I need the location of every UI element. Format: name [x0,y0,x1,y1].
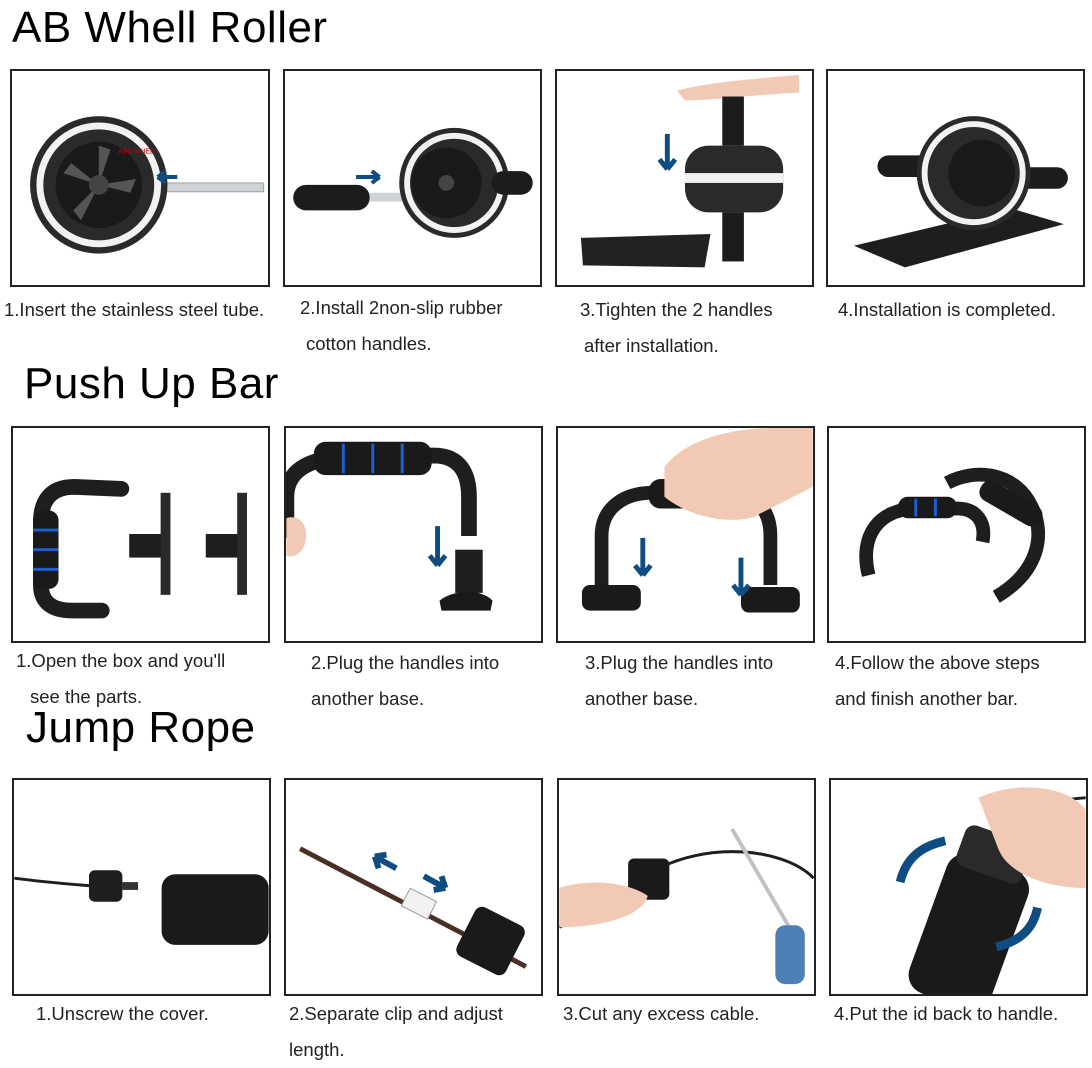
section-title-push-up-bar: Push Up Bar [24,359,279,408]
rope-step-1-image [12,778,271,996]
ab-step-1-caption: 1.Insert the stainless steel tube. [4,299,265,320]
rope-step-3-image [557,778,816,996]
rope-step-3-caption: 3.Cut any excess cable. [563,1003,760,1024]
pushup-step-2-image [284,426,543,643]
section-title-jump-rope: Jump Rope [26,703,256,752]
pushup-step-1-image [11,426,270,643]
ab-step-4-image [826,69,1085,287]
rope-step-4-image [829,778,1088,996]
section-title-ab-wheel-roller: AB Whell Roller [12,3,328,52]
pushup-step-4-image [827,426,1086,643]
rope-step-4-caption: 4.Put the id back to handle. [834,1003,1059,1024]
ab-step-1-image: ABS WHEEL [10,69,270,287]
pushup-step-3-image [556,426,815,643]
rope-step-1-caption: 1.Unscrew the cover. [36,1003,209,1024]
ab-step-4-caption: 4.Installation is completed. [838,299,1057,320]
rope-step-2-image [284,778,543,996]
ab-step-3-image [555,69,814,287]
ab-wheel-label-text: ABS WHEEL [118,148,158,155]
ab-step-2-image [283,69,542,287]
